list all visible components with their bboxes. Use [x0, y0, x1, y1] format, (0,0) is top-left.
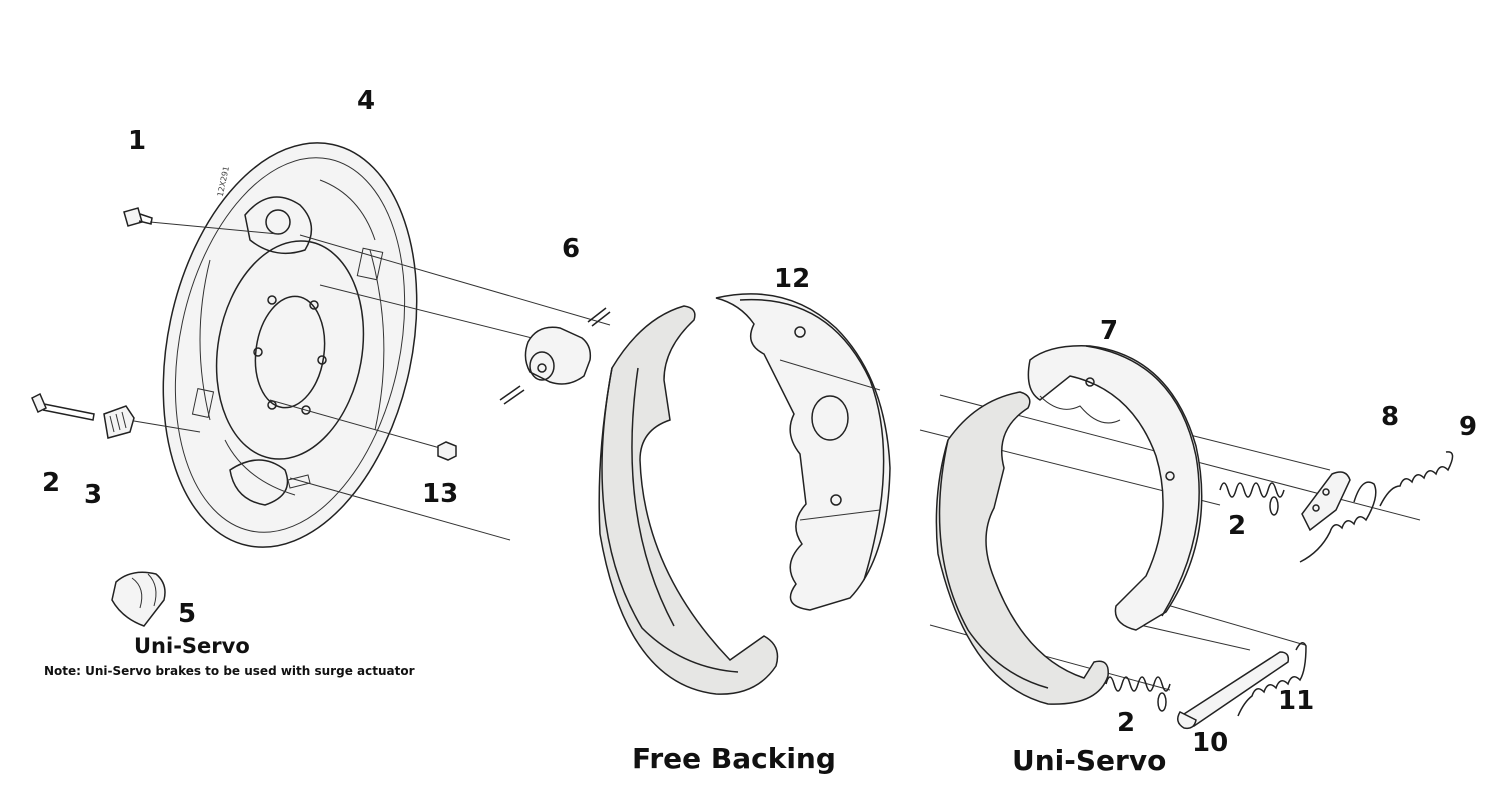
caption-note: Note: Uni-Servo brakes to be used with s… — [44, 664, 415, 678]
caption-uni-servo: Uni-Servo — [1012, 744, 1167, 777]
callout-9: 9 — [1459, 412, 1478, 442]
spring-part-11 — [1237, 642, 1307, 717]
free-backing-rear-shoe-part-12 — [715, 293, 891, 611]
return-spring-part-9 — [1299, 451, 1454, 563]
adjuster-part-5 — [111, 571, 166, 627]
callout-2-left: 2 — [42, 468, 61, 498]
callout-12: 12 — [774, 264, 811, 294]
callout-4: 4 — [357, 86, 376, 116]
backing-plate: 12X291 — [162, 142, 418, 548]
uni-servo-front-shoe — [935, 391, 1109, 705]
callout-7: 7 — [1100, 316, 1119, 346]
callout-8: 8 — [1381, 402, 1400, 432]
callout-13: 13 — [422, 479, 459, 509]
callout-2-upper-right: 2 — [1228, 511, 1247, 541]
spring-part-2-upper — [1219, 482, 1285, 516]
callout-6: 6 — [562, 234, 581, 264]
callout-11: 11 — [1278, 686, 1315, 716]
uni-servo-rear-shoe-part-7 — [1027, 345, 1203, 631]
nut-part-13 — [437, 441, 457, 461]
free-backing-front-shoe — [598, 305, 779, 695]
spring-part-2-lower — [1105, 676, 1171, 712]
callout-10: 10 — [1192, 728, 1229, 758]
lever-part-8 — [1301, 471, 1351, 532]
clip-part-3 — [103, 405, 135, 439]
caption-free-backing: Free Backing — [632, 742, 836, 775]
callout-5: 5 — [178, 599, 197, 629]
bolt-part-2 — [31, 392, 95, 421]
callout-1: 1 — [128, 126, 147, 156]
caption-uni-servo-small: Uni-Servo — [134, 634, 250, 658]
callout-2-lower-right: 2 — [1117, 708, 1136, 738]
adjuster-strut-part-10 — [1177, 651, 1290, 730]
bolt-part-1 — [123, 207, 153, 227]
callout-3: 3 — [84, 480, 103, 510]
wheel-cylinder-part-6 — [499, 307, 611, 405]
